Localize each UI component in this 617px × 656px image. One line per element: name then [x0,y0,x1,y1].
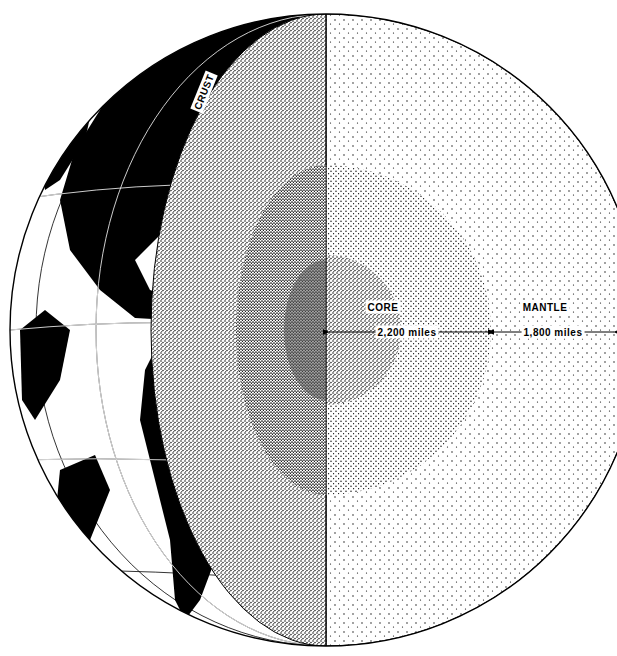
crust-mantle-face [151,14,326,646]
dimension-label: 1,800 miles [522,326,585,339]
core-face [236,165,326,495]
core-section [326,165,491,495]
layer-label: MANTLE [521,301,570,314]
dimension-label: 2,200 miles [376,326,439,339]
layer-label: CRUST [190,71,217,114]
layer-label: CORE [366,301,401,314]
inner-core-face [284,260,326,400]
mantle-section [326,14,617,646]
globe-outline [10,14,617,646]
